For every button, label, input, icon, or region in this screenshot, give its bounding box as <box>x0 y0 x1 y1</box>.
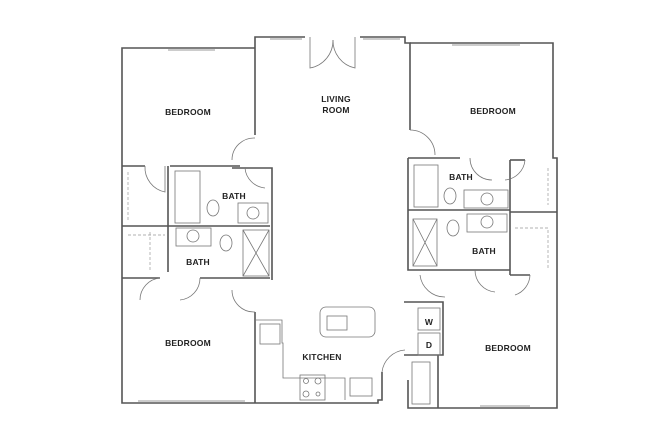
kitchen-island <box>319 306 376 338</box>
kitchen-label: KITCHEN <box>302 352 341 362</box>
bath-label: BATH <box>222 191 246 201</box>
bathtub-icon <box>413 164 439 208</box>
windows <box>138 38 530 407</box>
kitchen-fixtures <box>255 306 441 405</box>
dryer-box <box>417 332 441 356</box>
room-labels: BEDROOM LIVING ROOM BEDROOM BATH BATH BA… <box>165 94 531 362</box>
washer-box <box>417 307 441 331</box>
shower-icon <box>412 218 438 267</box>
bathtub-icon <box>174 170 201 224</box>
bedroom-label: BEDROOM <box>165 338 211 348</box>
exterior-walls <box>121 36 558 409</box>
stove-icon <box>299 374 326 401</box>
living-room-label: LIVING <box>321 94 351 104</box>
sink-icon <box>246 206 260 220</box>
sink-icon <box>186 229 200 243</box>
fridge-icon <box>259 323 281 345</box>
dryer-label: D <box>426 340 432 350</box>
toilet-icon <box>443 187 457 205</box>
bath-label: BATH <box>186 257 210 267</box>
bedroom-label: BEDROOM <box>165 107 211 117</box>
toilet-icon <box>219 234 233 252</box>
interior-doors[interactable] <box>139 129 531 373</box>
sink-icon <box>480 215 494 229</box>
pantry <box>349 377 373 397</box>
bedroom-label: BEDROOM <box>485 343 531 353</box>
interior-walls <box>122 157 557 408</box>
closets <box>127 168 549 272</box>
shower-icon <box>242 229 270 277</box>
entry-doors[interactable] <box>309 37 356 69</box>
washer-label: W <box>425 317 434 327</box>
sink-icon <box>480 192 494 206</box>
bath-label: BATH <box>472 246 496 256</box>
bedroom-label: BEDROOM <box>470 106 516 116</box>
toilet-icon <box>206 199 220 217</box>
bath-label: BATH <box>449 172 473 182</box>
living-room-label: ROOM <box>322 105 349 115</box>
bath-fixtures <box>174 164 509 277</box>
sink-icon <box>326 315 348 331</box>
toilet-icon <box>446 219 460 237</box>
linen-closet <box>411 361 431 405</box>
